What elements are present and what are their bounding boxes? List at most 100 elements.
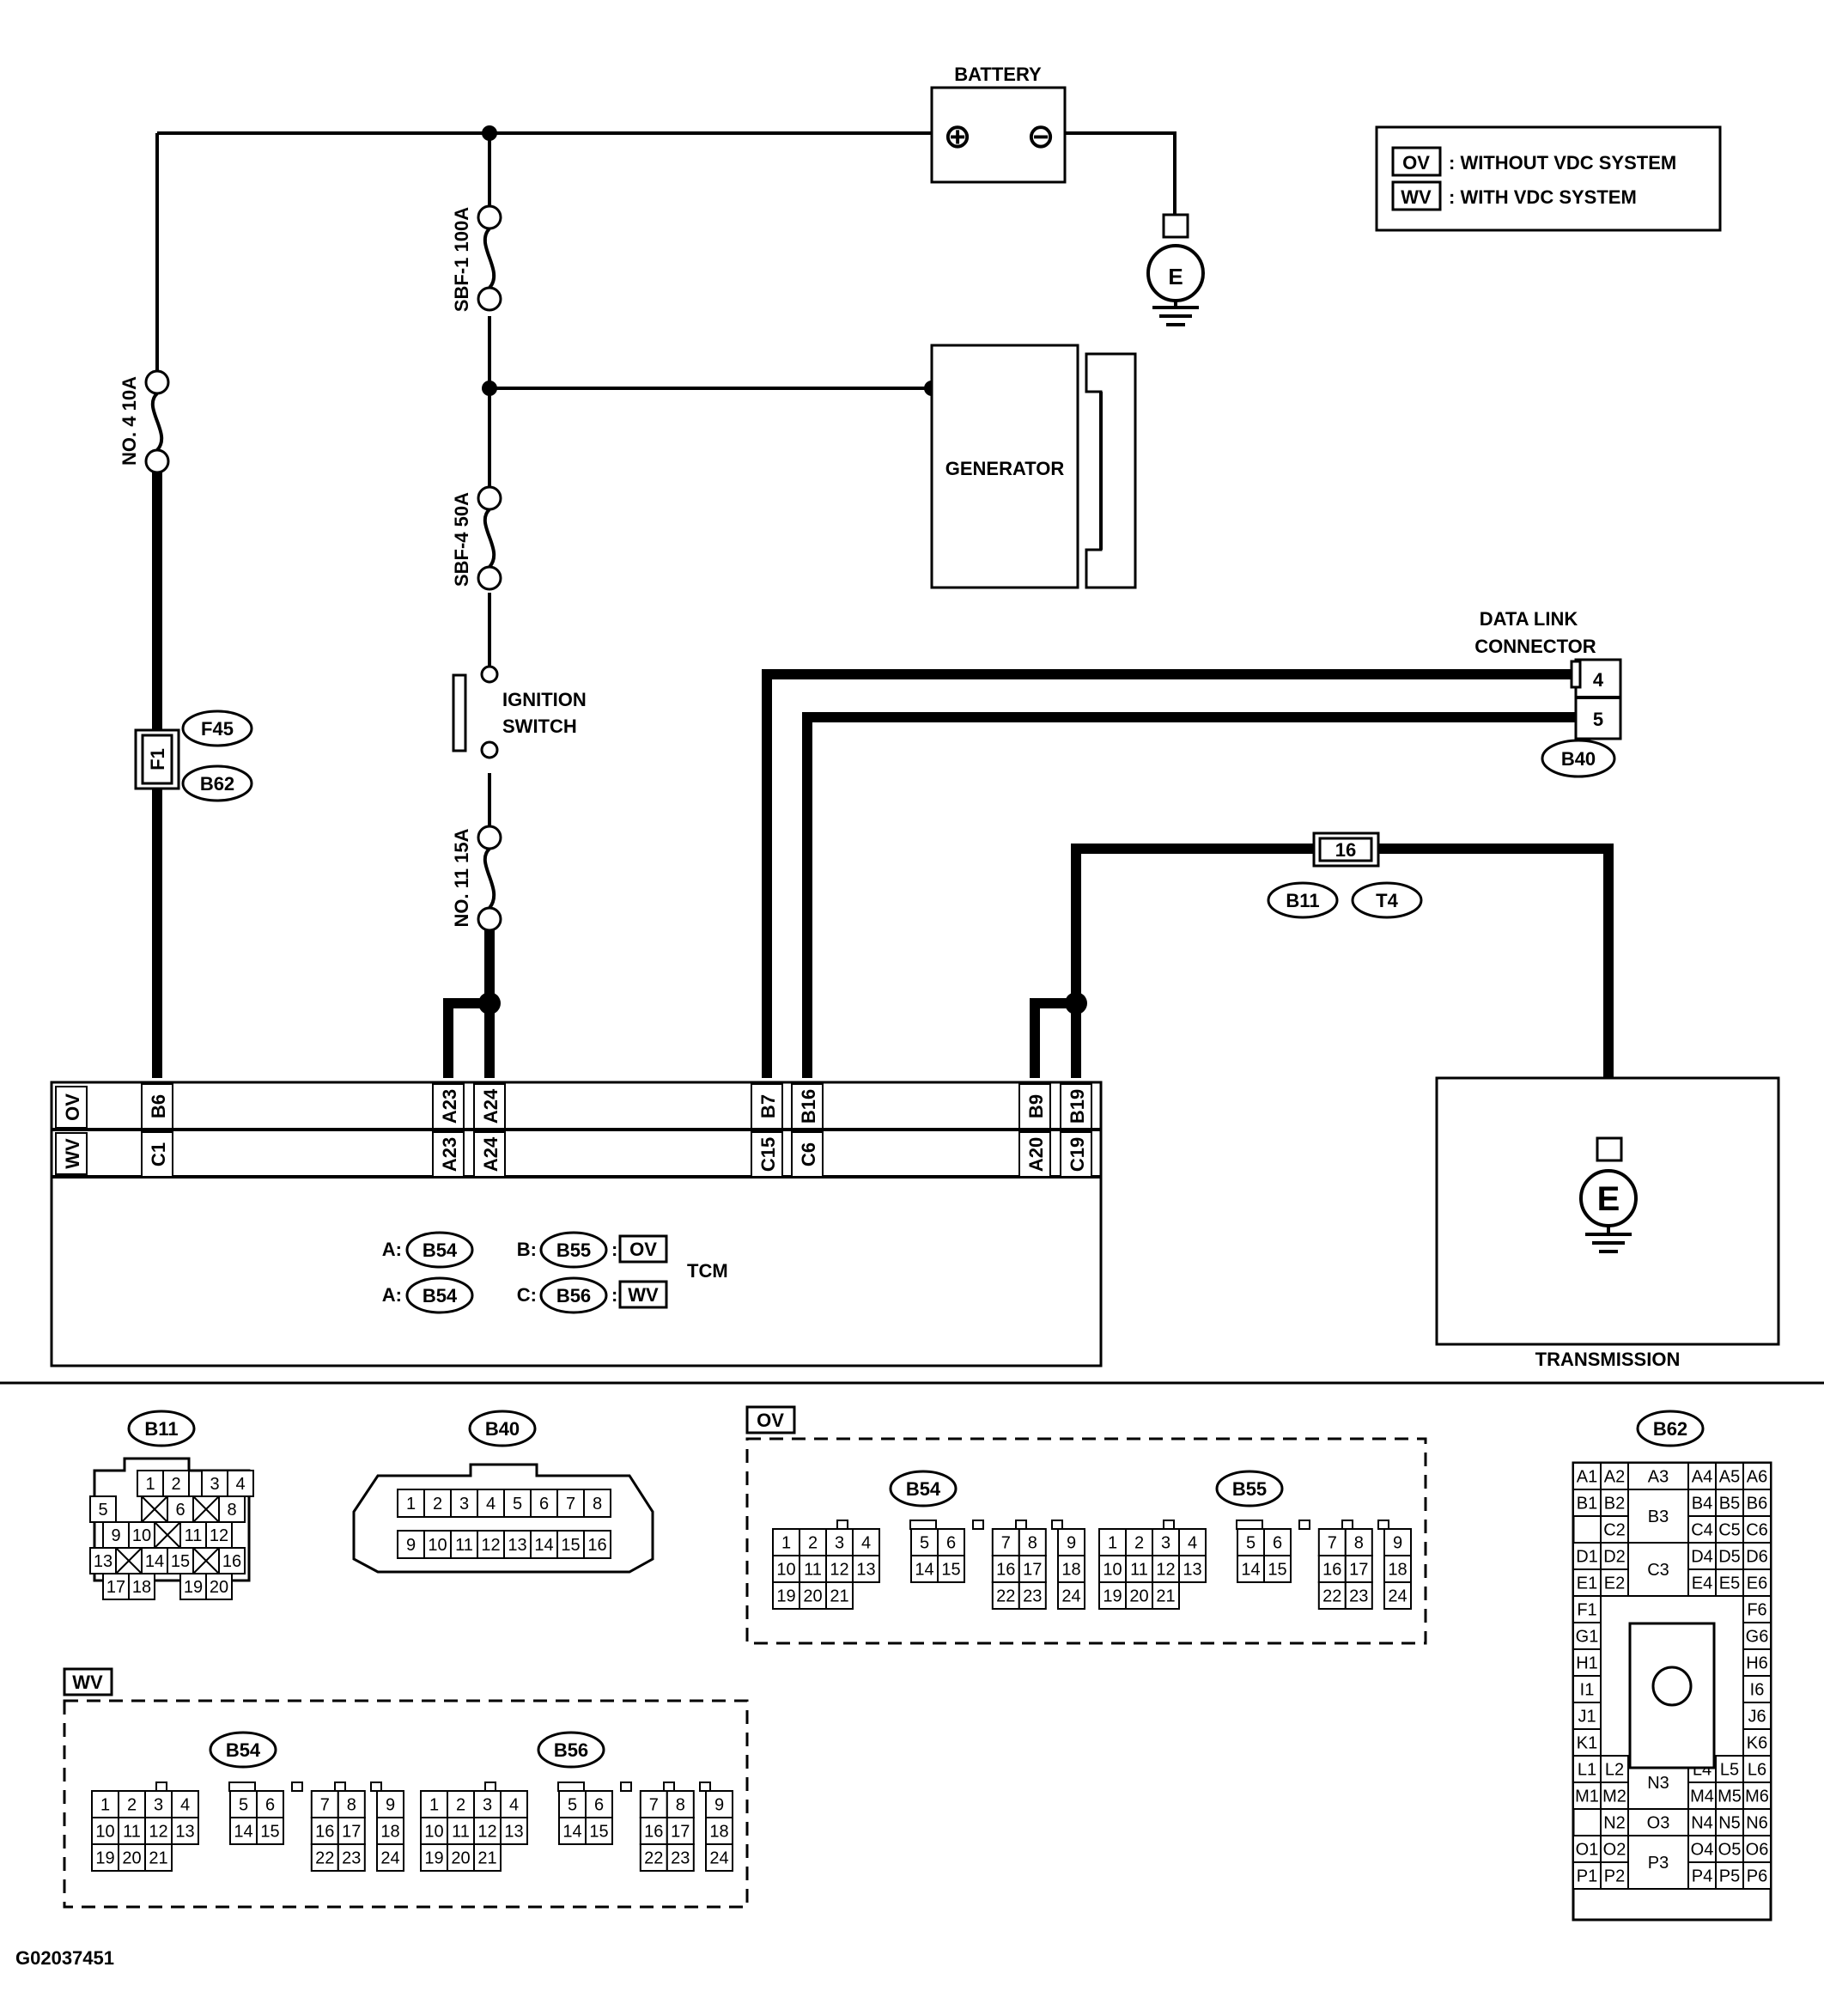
tcm-ref-1-ov: OV — [629, 1239, 657, 1260]
tcm-pin-column-4: B7 C15 — [751, 1083, 783, 1178]
b62-pin: G1 — [1572, 1622, 1602, 1650]
b62-pin: P4 — [1687, 1861, 1717, 1890]
pin-label: 5 — [920, 1534, 929, 1553]
tcm-pin-wv: A23 — [439, 1137, 460, 1172]
blank-pin-cell — [192, 1495, 220, 1523]
pin24-cell: 23 — [666, 1843, 695, 1872]
pin-label: 10 — [132, 1526, 151, 1545]
pin-label: 12 — [830, 1561, 848, 1580]
generator: GENERATOR — [930, 344, 1137, 589]
pin-label: 4 — [1188, 1534, 1197, 1553]
pin24-cell: 20 — [799, 1581, 827, 1610]
pin24-cell: 10 — [91, 1817, 119, 1845]
pin-label: 12 — [481, 1536, 500, 1555]
group-ov-b55: B55 — [1232, 1478, 1267, 1500]
tcm-pin-wv: C15 — [757, 1137, 779, 1172]
pin-label: 24 — [1388, 1587, 1407, 1606]
blank-pin-cell — [141, 1495, 168, 1523]
legend-wv-code: WV — [1401, 186, 1432, 208]
pin-label: A4 — [1692, 1468, 1712, 1487]
pin24-cell: 12 — [825, 1555, 854, 1583]
pin24-cell: 7 — [310, 1790, 339, 1818]
pin-label: K6 — [1747, 1734, 1767, 1753]
pin-label: 7 — [1328, 1534, 1337, 1553]
b40-pin: 11 — [450, 1530, 478, 1559]
data-link-connector: DATA LINK CONNECTOR 4 5 B40 — [1474, 608, 1622, 778]
pin-label: 15 — [1268, 1561, 1286, 1580]
pin-label: E4 — [1692, 1574, 1712, 1593]
b11-pin: 15 — [167, 1547, 194, 1574]
tcm-pin-wv: A24 — [480, 1136, 502, 1172]
pin24-cell: 23 — [337, 1843, 366, 1872]
pin-label: A3 — [1648, 1468, 1669, 1487]
pin-label: D1 — [1576, 1548, 1598, 1567]
b62-pin: K6 — [1742, 1728, 1772, 1757]
pin24-cell: 14 — [910, 1555, 939, 1583]
pin24-cell: 22 — [310, 1843, 339, 1872]
pin-label: 3 — [835, 1534, 844, 1553]
b62-pin: C5 — [1715, 1515, 1744, 1544]
pin-label: I1 — [1580, 1681, 1595, 1700]
pin-label: 16 — [644, 1823, 663, 1842]
b62-pin: O1 — [1572, 1835, 1602, 1863]
tcm-pin-wv: C6 — [798, 1142, 819, 1166]
pin-label: 3 — [459, 1495, 469, 1514]
pin-label: I6 — [1750, 1681, 1765, 1700]
pin-label: 7 — [320, 1796, 330, 1815]
tcm-pin-ov: B7 — [757, 1094, 779, 1118]
transmission-ground-e-icon: E — [1597, 1180, 1620, 1218]
b11-pin: 3 — [201, 1470, 228, 1497]
tcm-ref-1-colon: : — [611, 1239, 617, 1260]
b62-pin: M5 — [1715, 1782, 1744, 1810]
b40-pin: 10 — [423, 1530, 452, 1559]
data-link-label-1: DATA LINK — [1480, 608, 1578, 630]
pin-label: 2 — [1134, 1534, 1144, 1553]
pin-label: 17 — [671, 1823, 690, 1842]
pin-label: H1 — [1576, 1654, 1598, 1673]
pin-label: 9 — [111, 1526, 120, 1545]
pin-label: 2 — [171, 1475, 180, 1494]
b62-pin: L6 — [1742, 1755, 1772, 1783]
pin-label: 8 — [1354, 1534, 1364, 1553]
tcm-ref-1-b: B: — [517, 1239, 537, 1260]
pin-label: P6 — [1747, 1867, 1767, 1886]
pin-label: 8 — [1028, 1534, 1037, 1553]
pin-label: 17 — [106, 1578, 125, 1597]
pin-label: 10 — [1103, 1561, 1122, 1580]
fuse-sbf1: SBF-1 100A — [451, 204, 502, 312]
pin-label: 13 — [856, 1561, 875, 1580]
tcm-pin-column-6: B9 A20 — [1018, 1083, 1051, 1178]
pin24-cell: 9 — [1383, 1528, 1412, 1556]
pin-label: O4 — [1691, 1841, 1714, 1860]
b40-pin: 7 — [556, 1489, 585, 1518]
pin-label: 8 — [676, 1796, 685, 1815]
pin-label: E1 — [1577, 1574, 1597, 1593]
fuse-no4-label: NO. 4 10A — [119, 376, 140, 466]
pin-label: 6 — [539, 1495, 549, 1514]
ignition-switch: IGNITION SWITCH — [452, 665, 587, 759]
pin-label: 13 — [504, 1823, 523, 1842]
tcm-pin-wv: A20 — [1025, 1137, 1047, 1172]
b62-pin: C4 — [1687, 1515, 1717, 1544]
pin-label: M6 — [1745, 1788, 1769, 1806]
ground-e-icon: E — [1168, 264, 1183, 289]
pin24-cell: 15 — [256, 1817, 284, 1845]
pin-label: 15 — [260, 1823, 279, 1842]
pin-label: 4 — [486, 1495, 496, 1514]
fuse-sbf4: SBF-4 50A — [451, 485, 502, 591]
pin24-cell: 14 — [229, 1817, 258, 1845]
pin-label: N3 — [1647, 1774, 1669, 1793]
pin24-cell: 8 — [337, 1790, 366, 1818]
pin-label: P5 — [1719, 1867, 1740, 1886]
pin24-cell: 10 — [1098, 1555, 1127, 1583]
pin-label: 18 — [709, 1823, 728, 1842]
b62-pin: O4 — [1687, 1835, 1717, 1863]
pin24-cell: 7 — [991, 1528, 1020, 1556]
pin-label: 2 — [808, 1534, 818, 1553]
b62-pin: E5 — [1715, 1568, 1744, 1597]
b62-center-pin: O3 — [1627, 1808, 1689, 1836]
